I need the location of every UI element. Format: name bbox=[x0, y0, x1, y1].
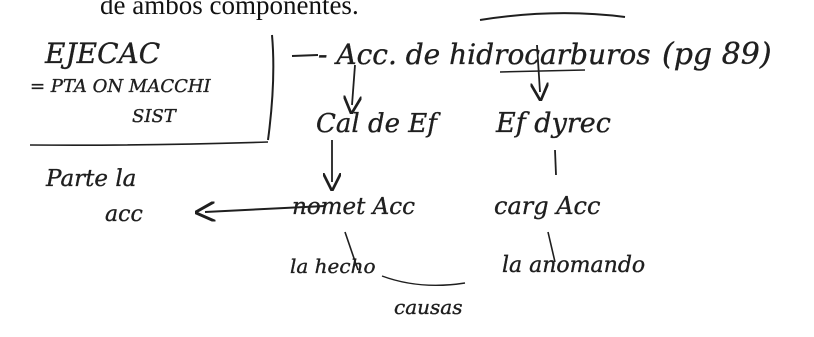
hw-middle-left: nomet Acc bbox=[292, 194, 415, 220]
hw-left-branch: Cal de Ef bbox=[316, 109, 441, 139]
arrow-lower-left bbox=[344, 231, 359, 271]
hw-arrow-target-note-line2: acc bbox=[105, 202, 143, 227]
hw-bottom-note: causas bbox=[394, 295, 462, 319]
hw-bottom-left: la hecho bbox=[290, 254, 376, 278]
left-note-bracket bbox=[267, 34, 275, 141]
arrow-top-left-down bbox=[352, 64, 355, 105]
left-note-underline bbox=[29, 141, 269, 146]
arrow-top-right-down bbox=[537, 44, 540, 92]
hw-left-box-line2: = PTA ON MACCHI bbox=[30, 76, 212, 97]
hw-middle-right: carg Acc bbox=[494, 192, 600, 220]
arrow-top-right-cross bbox=[499, 69, 586, 73]
top-formula-overline bbox=[479, 12, 626, 21]
hw-left-box-line3: SIST bbox=[132, 106, 178, 127]
hw-left-box-line1: EJECAC bbox=[44, 37, 160, 70]
hw-top-formula-paren: (pg 89) bbox=[662, 37, 772, 72]
arrow-lower-right bbox=[547, 231, 556, 263]
hw-top-formula: - Acc. de hidrocarburos bbox=[318, 38, 651, 71]
bottom-note-brace bbox=[381, 275, 466, 287]
arrow-mid-right-down bbox=[554, 149, 557, 176]
hw-arrow-target-note-line1: Parte la bbox=[45, 166, 136, 192]
top-formula-dash bbox=[291, 54, 319, 57]
printed-text-line: de ambos componentes. bbox=[100, 0, 359, 20]
arrow-left-note bbox=[205, 206, 326, 212]
hw-right-branch: Ef dyrec bbox=[495, 108, 611, 139]
hw-bottom-right: la anomando bbox=[502, 253, 645, 278]
